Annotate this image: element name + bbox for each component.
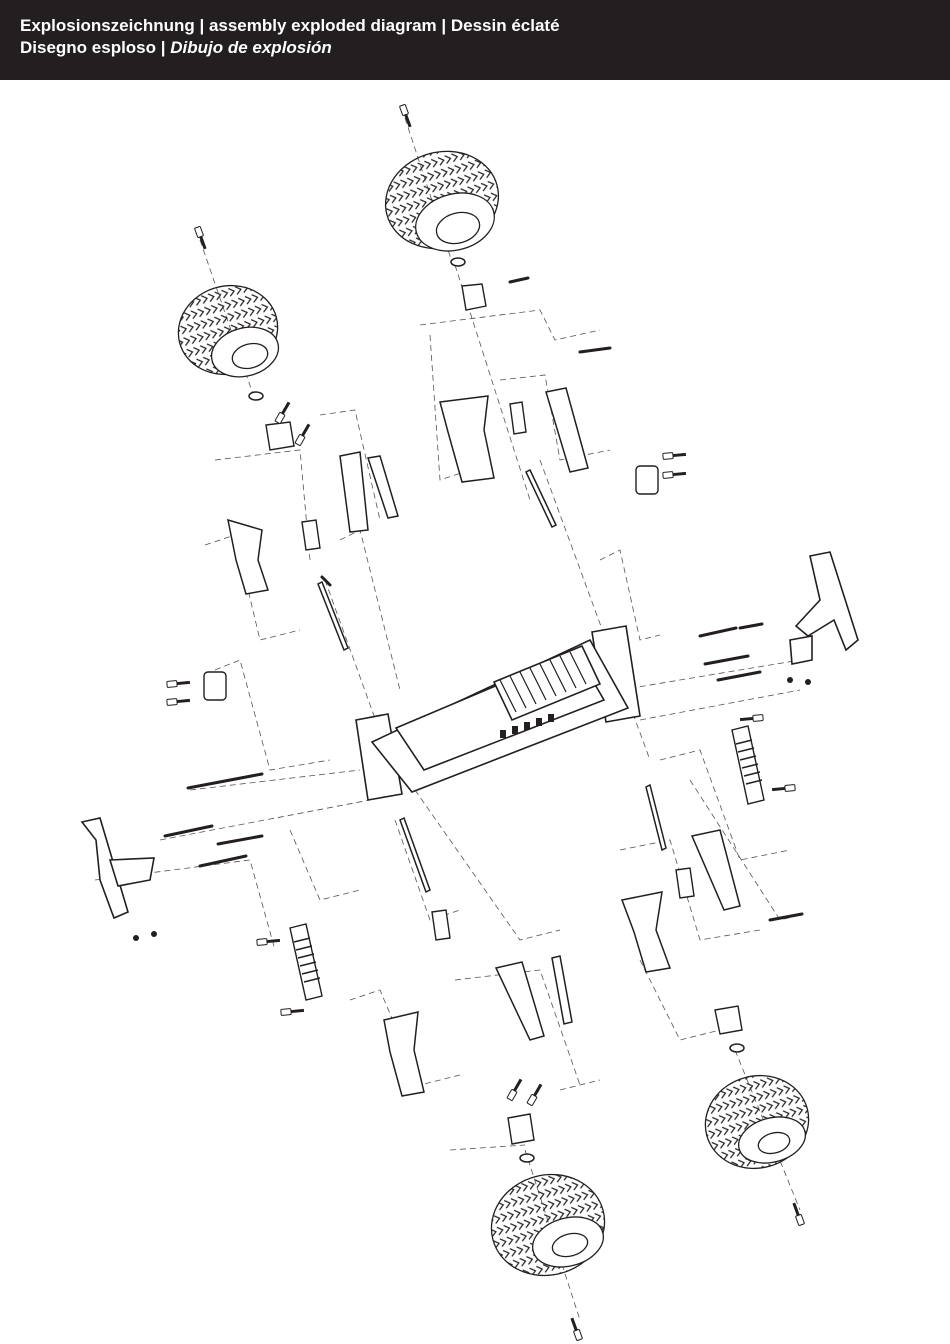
washer-upper-left [249,392,263,400]
wheel-screw-top [399,104,413,128]
header-title-line-2: Disegno esploso | Dibujo de explosión [20,38,332,58]
washer-bottom-right [730,1044,744,1052]
header-title-plain: Disegno esploso | [20,38,170,57]
header-bar: Explosionszeichnung | assembly exploded … [0,0,950,80]
bumper-rear [82,818,154,918]
wheel-screw-bottom [569,1317,583,1341]
wheel-front-left [168,275,287,386]
chassis [372,640,628,792]
hinge-pins [165,278,802,920]
wheel-front-right [375,139,510,261]
wheel-screw-upper-left [194,226,208,250]
header-title-line-1: Explosionszeichnung | assembly exploded … [20,16,560,36]
bumper-front [790,552,858,664]
washer-top [451,258,465,266]
wheel-rear-left [480,1162,616,1288]
washer-bottom [520,1154,534,1162]
header-title-italic: Dibujo de explosión [170,38,332,57]
exploded-diagram [0,80,950,1344]
wheel-screw-bottom-right [791,1202,805,1226]
wheel-rear-right [695,1064,819,1180]
